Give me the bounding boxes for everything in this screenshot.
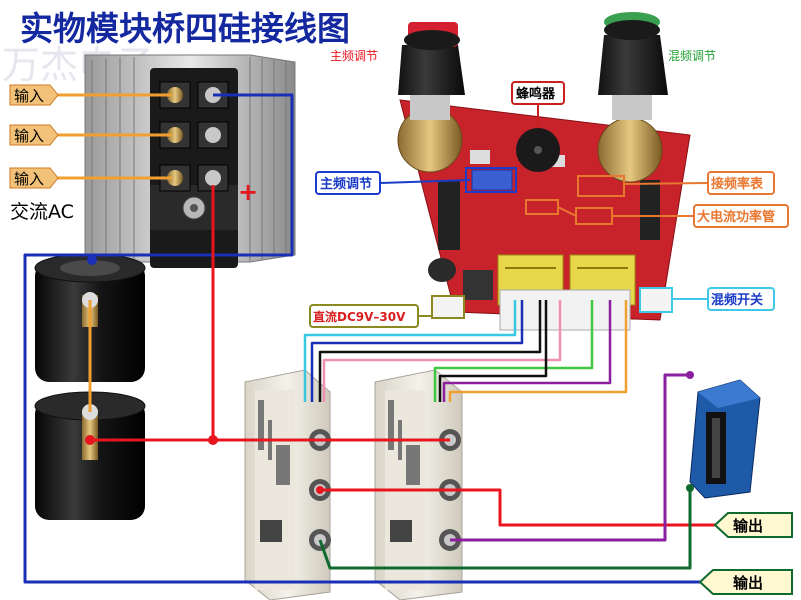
wire-orange-gate [448,300,628,402]
wire-purple-output [450,373,690,542]
induction-coil [689,379,761,499]
wire-pink-gate [322,300,562,402]
main-freq-box-label: 主频调节 [320,176,372,192]
ic-chip-left [438,180,460,250]
power-tube-label: 大电流功率管 [697,209,775,225]
main-freq-top-label: 主频调节 [330,49,378,63]
input-callout-2: 输入 [9,124,59,146]
input-callout-1: 输入 [9,84,59,106]
ac-label: 交流AC [10,201,74,223]
mix-freq-top-label: 混频调节 [668,49,716,63]
input-label-3: 输入 [14,170,44,188]
dc-supply-label: 直流DC9V–30V [313,309,406,324]
wire-green-output [318,488,692,570]
freq-meter-label: 接频率表 [711,176,764,192]
main-freq-knob [398,22,465,120]
input-label-1: 输入 [14,87,44,105]
capacitor-bottom [34,391,146,520]
output-callout-2: 输出 [698,569,793,595]
output-label-1: 输出 [733,517,763,535]
wire-blue-main [23,93,700,584]
wire-purple-gate [442,300,612,402]
plus-sign: + [238,178,258,206]
wire-cyan-gate [303,300,517,402]
wire-lime-gate [433,300,594,402]
mix-switch-label: 混频开关 [711,292,763,308]
wire-darkblue-gate [310,300,524,402]
output-callout-1: 输出 [713,512,793,538]
ic-chip-right [640,180,660,240]
page-title: 实物模块桥四硅接线图 [20,9,350,48]
igbt-module-left [244,369,331,600]
buzzer-label: 蜂鸣器 [516,86,556,102]
input-label-2: 输入 [14,127,44,145]
input-callout-3: 输入 [9,167,59,189]
igbt-module-right [374,369,463,600]
wire-black-gate2 [438,300,548,402]
wire-black-gate [318,300,542,402]
wire-red-mid [320,488,715,527]
driver-pcb [397,99,691,331]
bridge-rectifier-heatsink [84,54,296,268]
output-label-2: 输出 [733,574,763,592]
mix-freq-knob [598,12,668,120]
